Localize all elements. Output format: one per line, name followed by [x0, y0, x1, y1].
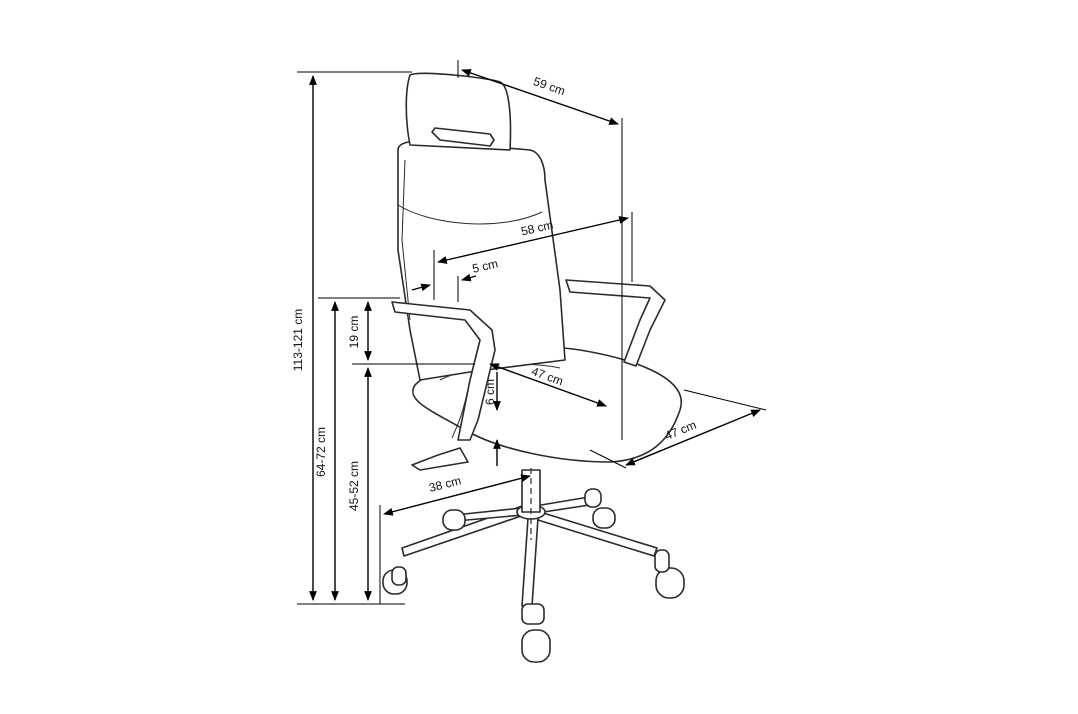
label-armrest-width: 5 cm — [471, 256, 499, 275]
label-armrest-height: 64-72 cm — [314, 427, 328, 477]
dimension-lines — [297, 60, 767, 605]
label-seat-thickness: 6 cm — [483, 379, 497, 405]
label-armrest-above-seat: 19 cm — [347, 316, 361, 349]
armrest-left — [391, 301, 496, 441]
label-base-radius: 38 cm — [427, 473, 462, 494]
armrest-right — [565, 279, 666, 367]
chair-casters — [382, 488, 685, 663]
headrest — [405, 72, 512, 151]
label-backrest-width: 59 cm — [532, 74, 567, 98]
label-seat-height: 45-52 cm — [347, 461, 361, 511]
label-total-height: 113-121 cm — [291, 309, 305, 371]
